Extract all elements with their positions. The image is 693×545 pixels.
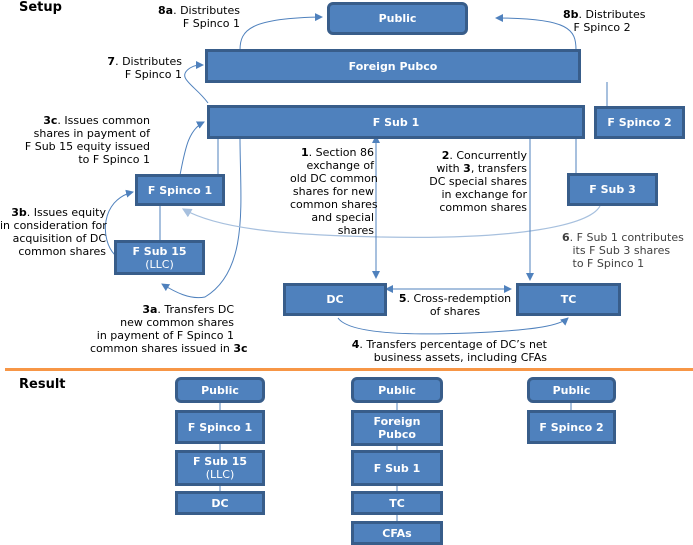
result1-f-spinco-1: F Spinco 1 (175, 410, 265, 444)
result3-public: Public (527, 377, 616, 403)
entity-f-sub-3: F Sub 3 (567, 173, 658, 206)
arrow-6 (181, 205, 601, 238)
entity-f-sub-15: F Sub 15 (LLC) (114, 240, 205, 275)
entity-type: (LLC) (145, 257, 174, 271)
arrow-4 (337, 317, 569, 335)
arrow-3a (161, 137, 242, 299)
entity-name-line1: Foreign (373, 415, 421, 428)
entity-f-spinco-2: F Spinco 2 (594, 106, 685, 139)
step-8b-label: 8b. Distributes F Spinco 2 (563, 8, 646, 34)
result2-foreign-pubco: Foreign Pubco (351, 410, 443, 446)
arrow-3c (179, 121, 205, 176)
result3-f-spinco-2: F Spinco 2 (527, 410, 616, 444)
arrow-7 (184, 61, 209, 104)
step-6-label: 6. F Sub 1 contributes its F Sub 3 share… (562, 231, 684, 270)
entity-name: F Sub 15 (192, 455, 248, 468)
result2-cfas: CFAs (351, 521, 443, 545)
arrow-3b (104, 189, 134, 256)
result2-public: Public (351, 377, 443, 403)
entity-f-spinco-1: F Spinco 1 (135, 174, 225, 206)
entity-public: Public (327, 2, 468, 35)
result2-f-sub-1: F Sub 1 (351, 450, 443, 486)
entity-dc: DC (283, 283, 387, 316)
result1-dc: DC (175, 491, 265, 515)
entity-foreign-pubco: Foreign Pubco (205, 49, 581, 83)
result2-tc: TC (351, 491, 443, 515)
section-divider (5, 368, 693, 371)
entity-name-line2: Pubco (378, 428, 416, 441)
arrow-8a (239, 13, 323, 51)
entity-type: (LLC) (205, 468, 235, 481)
arrow-8b (495, 14, 577, 51)
result1-public: Public (175, 377, 265, 403)
entity-name: F Sub 15 (132, 244, 187, 258)
entity-tc: TC (516, 283, 621, 316)
result1-f-sub-15: F Sub 15 (LLC) (175, 450, 265, 486)
section-title-result: Result (19, 377, 66, 392)
section-title-setup: Setup (19, 0, 62, 15)
entity-f-sub-1: F Sub 1 (207, 105, 585, 139)
